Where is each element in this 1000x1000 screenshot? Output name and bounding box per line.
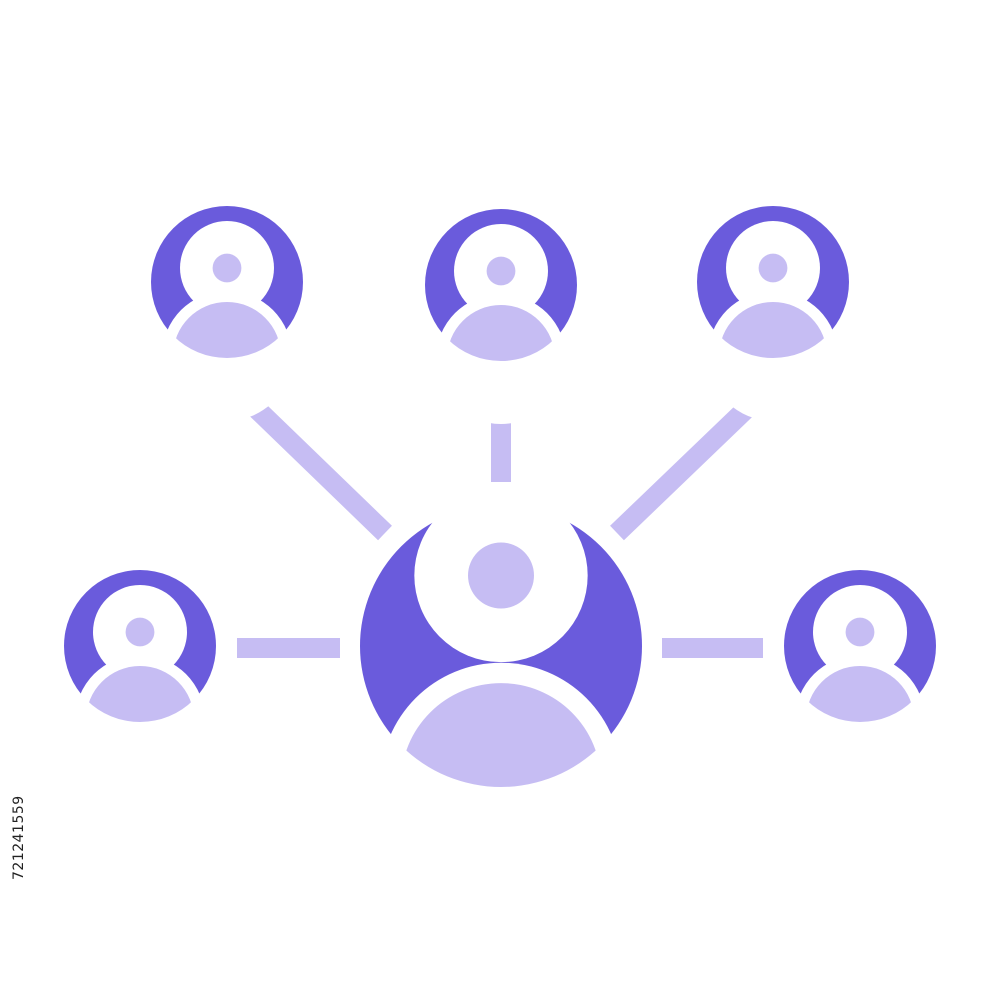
stock-id-label: 721241559	[11, 795, 27, 880]
user-head-icon	[486, 256, 516, 286]
user-node-right	[784, 570, 936, 785]
user-node-top-right	[697, 206, 849, 421]
user-head-icon	[758, 253, 788, 283]
user-node-hub	[360, 488, 642, 904]
connector-top-left	[228, 380, 392, 541]
user-node-top-center	[425, 209, 577, 424]
user-body-icon	[806, 666, 914, 722]
user-body-icon	[173, 302, 281, 358]
user-body-icon	[86, 666, 194, 722]
user-body-icon	[400, 683, 602, 787]
user-node-top-left	[151, 206, 303, 421]
user-head-icon	[468, 542, 534, 609]
user-head-icon	[212, 253, 242, 283]
user-node-left	[64, 570, 216, 785]
user-body-icon	[719, 302, 827, 358]
user-body-icon	[447, 305, 555, 361]
user-head-icon	[845, 617, 875, 647]
user-head-icon	[125, 617, 155, 647]
